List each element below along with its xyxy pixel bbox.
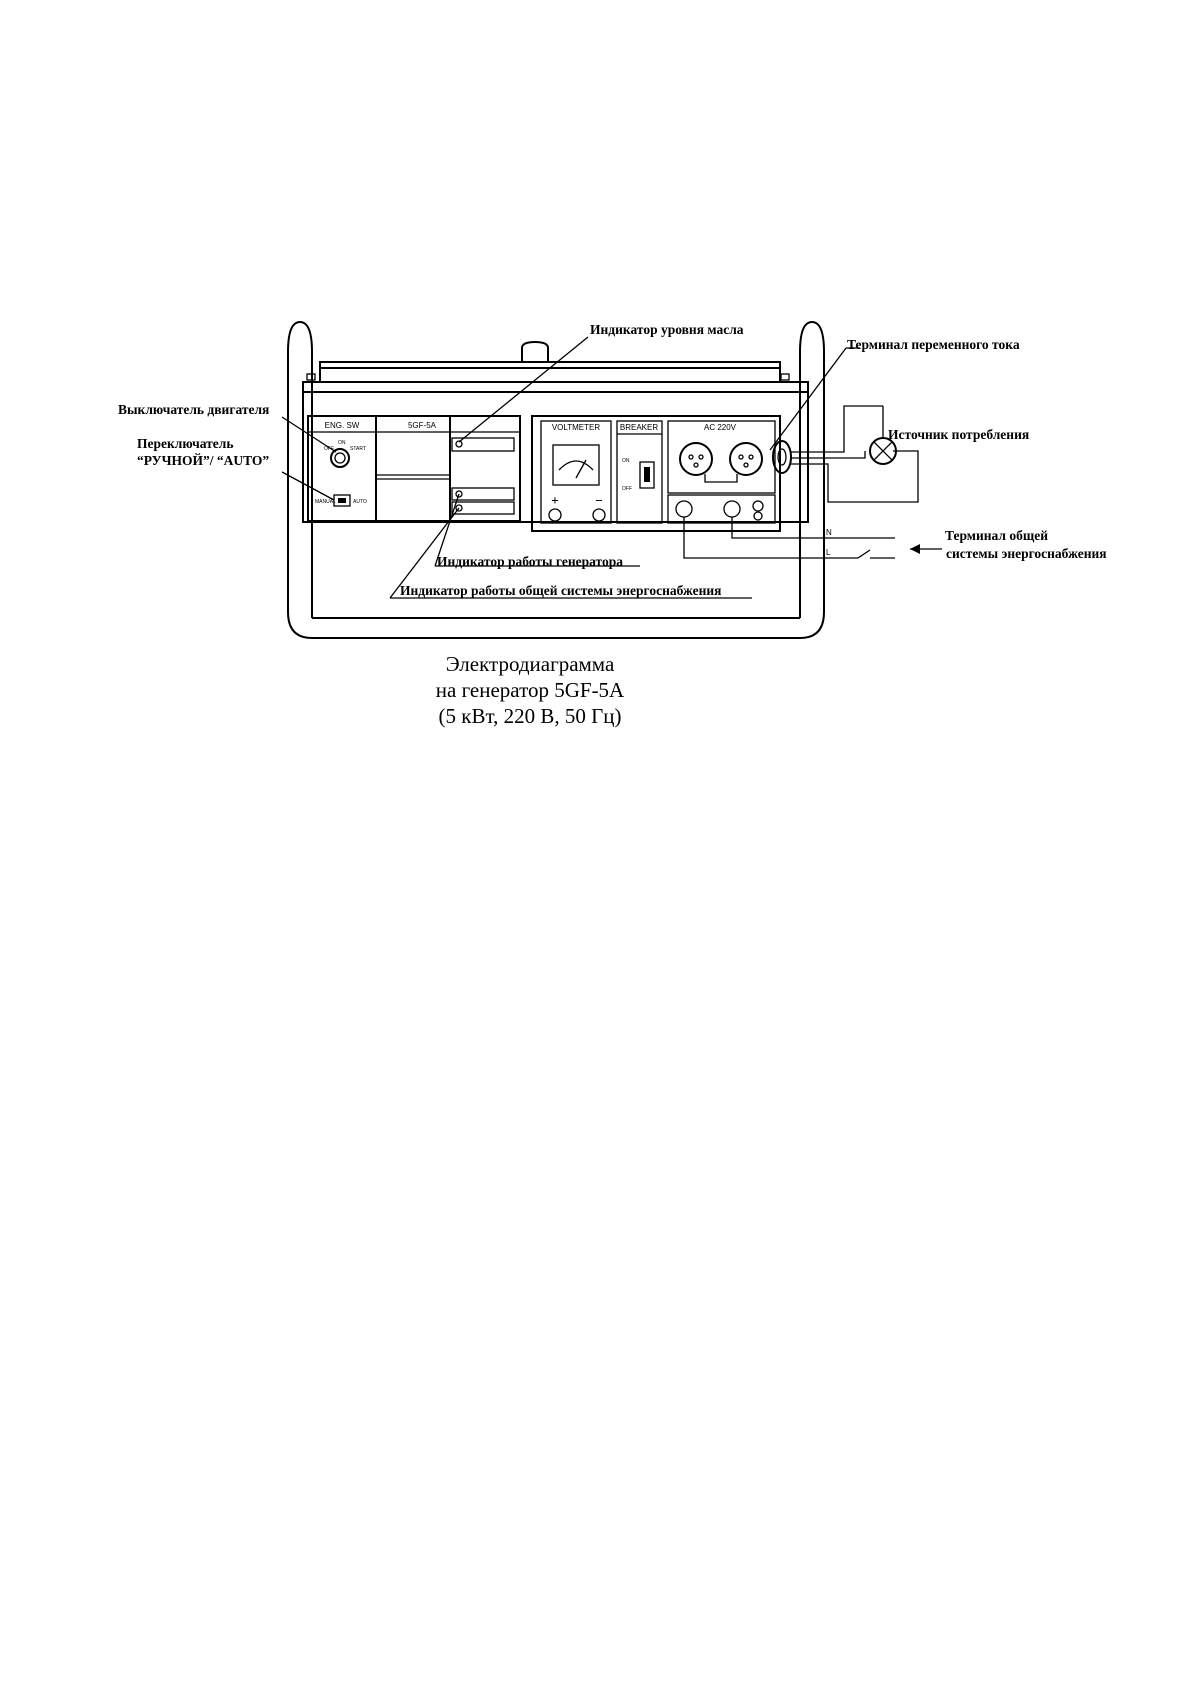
voltmeter-header: VOLTMETER	[552, 423, 601, 432]
svg-text:ON: ON	[622, 458, 630, 464]
grid-terminal-label-line1: Терминал общей	[945, 528, 1048, 543]
grid-indicator-label: Индикатор работы общей системы энергосна…	[400, 583, 722, 598]
terminal-l-label: L	[826, 548, 831, 557]
ac-outlet-header: AC 220V	[704, 423, 737, 432]
engine-key-switch[interactable]	[330, 448, 350, 468]
grid-terminal-label-line2: системы энергоснабжения	[946, 546, 1107, 561]
toggle-lever-icon	[338, 498, 346, 503]
generator-run-indicator	[451, 487, 515, 501]
svg-text:OFF: OFF	[324, 446, 334, 452]
generator-indicator-label: Индикатор работы генератора	[437, 554, 623, 569]
diagram-caption: Электродиаграмма на генератор 5GF-5A (5 …	[350, 651, 710, 729]
grid-switch-icon	[857, 549, 871, 559]
mode-switch-label-line1: Переключатель	[137, 436, 234, 451]
model-header: 5GF-5A	[408, 421, 437, 430]
grid-run-indicator	[451, 501, 515, 515]
voltage-knob-minus[interactable]	[592, 508, 606, 522]
key-icon	[334, 452, 346, 464]
consumer-label: Источник потребления	[888, 427, 1029, 442]
caption-line2: на генератор 5GF-5A	[435, 678, 625, 702]
control-module-left: ENG. SW 5GF-5A OFF ON START MANUAL AUTO	[307, 415, 521, 522]
caption-line1: Электродиаграмма	[445, 652, 615, 676]
grid-wiring: N L	[683, 517, 942, 559]
svg-text:AUTO: AUTO	[353, 499, 367, 505]
output-plug	[772, 440, 792, 474]
terminal-l-post[interactable]	[675, 500, 693, 518]
engine-switch-label: Выключатель двигателя	[118, 402, 269, 417]
svg-text:ON: ON	[338, 440, 346, 446]
mode-switch-label-line2: “РУЧНОЙ”/ “AUTO”	[137, 453, 269, 468]
svg-text:START: START	[350, 446, 366, 452]
voltmeter-minus: −	[595, 493, 603, 508]
engine-switch-header: ENG. SW	[325, 421, 360, 430]
breaker-header: BREAKER	[620, 423, 658, 432]
svg-text:MANUAL: MANUAL	[315, 499, 336, 505]
voltmeter-plus: +	[551, 493, 559, 508]
consumer-circuit	[772, 405, 919, 503]
terminal-n-label: N	[826, 528, 832, 537]
ground-terminal-icon	[752, 500, 764, 512]
ac-socket-left[interactable]	[679, 442, 713, 476]
terminal-n-post[interactable]	[723, 500, 741, 518]
oil-level-indicator	[451, 437, 515, 452]
manual-auto-toggle[interactable]	[333, 494, 351, 507]
svg-text:OFF: OFF	[622, 486, 632, 492]
arrow-left-icon	[910, 544, 920, 554]
ac-socket-right[interactable]	[729, 442, 763, 476]
ac-terminal-label: Терминал переменного тока	[847, 337, 1020, 352]
voltmeter-gauge	[552, 444, 600, 486]
control-module-right: VOLTMETER + − BREAKER ON OFF AC 220V	[531, 415, 781, 532]
bolt-icon	[780, 373, 790, 381]
voltage-knob-plus[interactable]	[548, 508, 562, 522]
generator-frame	[287, 320, 825, 639]
oil-indicator-label: Индикатор уровня масла	[590, 322, 744, 337]
bolt-icon	[306, 373, 316, 381]
caption-line3: (5 кВт, 220 В, 50 Гц)	[438, 704, 622, 728]
leader-lines	[281, 336, 860, 599]
annotations: Индикатор уровня масла Терминал переменн…	[118, 322, 1107, 598]
circuit-breaker-switch[interactable]	[639, 461, 655, 489]
